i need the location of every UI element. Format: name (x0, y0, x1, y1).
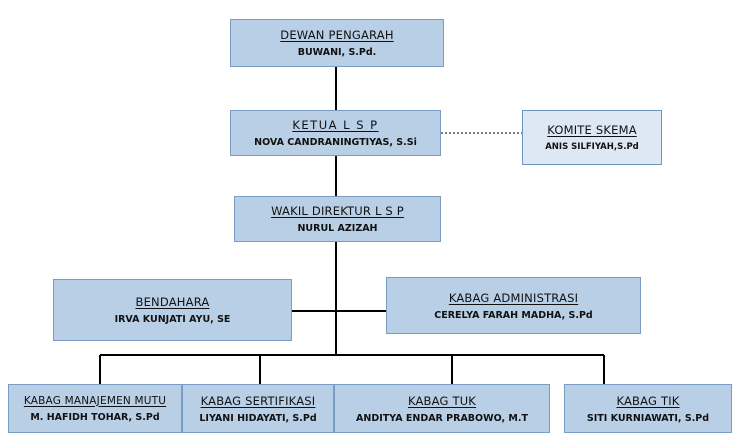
kabag-manajemen-mutu-name: M. HAFIDH TOHAR, S.Pd (30, 411, 160, 423)
kabag-manajemen-mutu-node: KABAG MANAJEMEN MUTU M. HAFIDH TOHAR, S.… (8, 384, 182, 433)
kabag-tuk-node: KABAG TUK ANDITYA ENDAR PRABOWO, M.T (334, 384, 550, 433)
bendahara-name: IRVA KUNJATI AYU, SE (114, 314, 231, 325)
ketua-lsp-role: KETUA L S P (292, 118, 379, 132)
kabag-administrasi-node: KABAG ADMINISTRASI CERELYA FARAH MADHA, … (386, 277, 641, 334)
kabag-tik-node: KABAG TIK SITI KURNIAWATI, S.Pd (564, 384, 732, 433)
komite-skema-node: KOMITE SKEMA ANIS SILFIYAH,S.Pd (522, 110, 662, 165)
kabag-tik-role: KABAG TIK (616, 393, 680, 408)
wakil-direktur-node: WAKIL DIREKTUR L S P NURUL AZIZAH (234, 196, 441, 242)
kabag-administrasi-role: KABAG ADMINISTRASI (448, 290, 579, 305)
kabag-tuk-name: ANDITYA ENDAR PRABOWO, M.T (356, 412, 528, 424)
dewan-pengarah-role: DEWAN PENGARAH (280, 28, 394, 42)
wakil-direktur-role: WAKIL DIREKTUR L S P (271, 204, 404, 218)
bendahara-node: BENDAHARA IRVA KUNJATI AYU, SE (53, 279, 292, 341)
wakil-direktur-name: NURUL AZIZAH (297, 223, 378, 234)
ketua-lsp-node: KETUA L S P NOVA CANDRANINGTIYAS, S.Si (230, 110, 441, 156)
kabag-sertifikasi-name: LIYANI HIDAYATI, S.Pd (199, 412, 317, 424)
dewan-pengarah-name: BUWANI, S.Pd. (297, 47, 377, 58)
kabag-tuk-role: KABAG TUK (407, 393, 477, 408)
ketua-lsp-name: NOVA CANDRANINGTIYAS, S.Si (254, 137, 417, 148)
kabag-manajemen-mutu-role: KABAG MANAJEMEN MUTU (23, 394, 167, 407)
komite-skema-role: KOMITE SKEMA (547, 123, 637, 137)
kabag-administrasi-name: CERELYA FARAH MADHA, S.Pd (434, 309, 593, 321)
kabag-sertifikasi-node: KABAG SERTIFIKASI LIYANI HIDAYATI, S.Pd (182, 384, 334, 433)
komite-skema-name: ANIS SILFIYAH,S.Pd (545, 142, 639, 152)
bendahara-role: BENDAHARA (135, 295, 210, 309)
kabag-tik-name: SITI KURNIAWATI, S.Pd (586, 412, 710, 424)
dewan-pengarah-node: DEWAN PENGARAH BUWANI, S.Pd. (230, 19, 444, 67)
kabag-sertifikasi-role: KABAG SERTIFIKASI (200, 393, 316, 408)
